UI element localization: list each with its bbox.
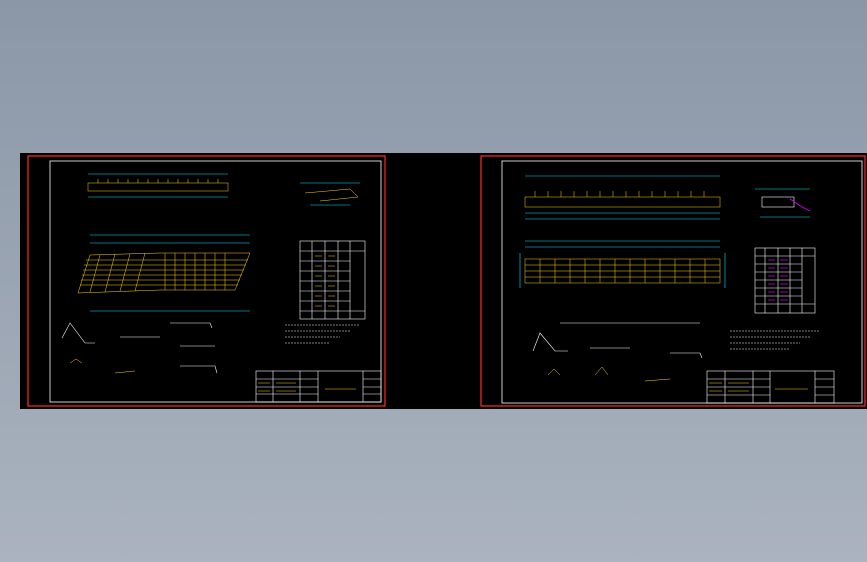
- right-top-elevation: [524, 175, 721, 220]
- left-bar-details: [61, 322, 218, 374]
- sheet-right[interactable]: [480, 155, 866, 407]
- sheet-left-border: [27, 155, 386, 407]
- left-top-elevation: [87, 173, 229, 198]
- right-title-block: [706, 370, 835, 404]
- left-section-detail: [300, 182, 360, 206]
- left-plan-mesh: [77, 234, 251, 312]
- sheet-left-frame: [49, 160, 382, 403]
- right-plan-mesh: [519, 240, 726, 324]
- sheet-right-border: [480, 155, 866, 407]
- cad-drawing-canvas[interactable]: [20, 153, 867, 409]
- sheet-left[interactable]: [27, 155, 386, 407]
- cad-viewport[interactable]: [20, 153, 867, 409]
- left-notes: [285, 324, 360, 344]
- right-notes: [730, 330, 820, 350]
- left-rebar-table: [299, 240, 366, 320]
- right-section-detail: [755, 188, 811, 218]
- left-title-block: [255, 370, 382, 403]
- right-bar-details: [532, 332, 703, 382]
- sheet-right-frame: [501, 160, 863, 404]
- right-rebar-table: [754, 247, 816, 314]
